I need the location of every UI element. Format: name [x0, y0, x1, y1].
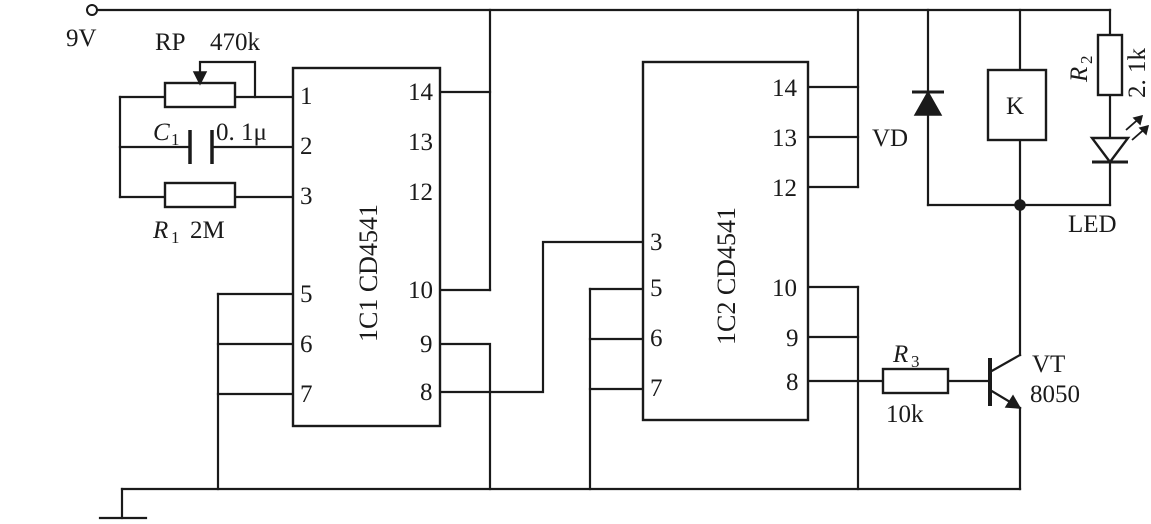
rp-value: 470k — [210, 29, 261, 56]
ic1-pin-2: 2 — [300, 133, 313, 160]
rp-name: RP — [155, 29, 186, 56]
r3-letter: R — [892, 341, 908, 368]
ic2-pin-5: 5 — [650, 275, 663, 302]
ic2-name: 1C2 CD4541 — [712, 207, 741, 345]
ic2-pin-14: 14 — [772, 75, 798, 102]
r2-index: 2 — [1077, 56, 1096, 65]
r3-index: 3 — [911, 352, 920, 371]
c1-index: 1 — [171, 130, 180, 149]
r1-letter: R — [152, 217, 168, 244]
light-emission-arrows-icon — [1125, 114, 1150, 141]
c1-letter: C — [153, 119, 170, 146]
ic1-pin-5: 5 — [300, 281, 313, 308]
ic2-pin-12: 12 — [772, 175, 797, 202]
transistor-vt: VT 8050 — [988, 351, 1080, 410]
r1-index: 1 — [171, 228, 180, 247]
ic1-pin-3: 3 — [300, 183, 313, 210]
ic1-chip: 1C1 CD4541 1 2 3 5 6 7 14 13 12 10 9 8 — [291, 66, 442, 428]
r3-value: 10k — [886, 401, 924, 428]
ic1-pin-6: 6 — [300, 331, 313, 358]
ic2-pin-8: 8 — [786, 369, 799, 396]
resistor-r3: R 3 10k — [881, 341, 950, 428]
ic2-pin-9: 9 — [786, 325, 799, 352]
ic2-pin-6: 6 — [650, 325, 663, 352]
ic1-pin-14: 14 — [408, 79, 434, 106]
led-label: LED — [1068, 211, 1117, 238]
r1-value: 2M — [190, 217, 225, 244]
ic2-pin-13: 13 — [772, 125, 797, 152]
supply-label: 9V — [66, 25, 97, 52]
junction-dot — [1014, 199, 1026, 211]
resistor-r1: R 1 2M — [152, 181, 237, 247]
ic2-pin-10: 10 — [772, 275, 797, 302]
diode-vd: VD — [872, 90, 944, 152]
ic1-pin-9: 9 — [420, 331, 433, 358]
diode-label: VD — [872, 125, 908, 152]
led: LED — [1068, 114, 1150, 238]
supply-terminal: 9V — [66, 4, 98, 52]
wiring — [94, 8, 1112, 520]
ic1-pin-7: 7 — [300, 381, 313, 408]
relay-k: K — [986, 68, 1048, 142]
ic1-pin-10: 10 — [408, 277, 433, 304]
ic2-pin-3: 3 — [650, 229, 663, 256]
ic1-pin-13: 13 — [408, 129, 433, 156]
ic2-pin-7: 7 — [650, 375, 663, 402]
r2-letter: R — [1066, 67, 1093, 83]
transistor-model: 8050 — [1030, 381, 1080, 408]
capacitor-c1: C 1 0. 1μ — [153, 119, 267, 164]
resistor-r2: R 2 2. 1k — [1066, 33, 1151, 99]
ic1-pin-12: 12 — [408, 179, 433, 206]
ic2-chip: 1C2 CD4541 3 5 6 7 14 13 12 10 9 8 — [641, 60, 810, 422]
relay-label: K — [1006, 93, 1024, 120]
ic1-pin-1: 1 — [300, 83, 313, 110]
transistor-name: VT — [1032, 351, 1065, 378]
potentiometer-rp: RP 470k — [155, 29, 261, 109]
r2-value: 2. 1k — [1124, 48, 1151, 99]
c1-value: 0. 1μ — [216, 119, 267, 146]
ic1-pin-8: 8 — [420, 379, 433, 406]
ic1-name: 1C1 CD4541 — [354, 204, 383, 342]
